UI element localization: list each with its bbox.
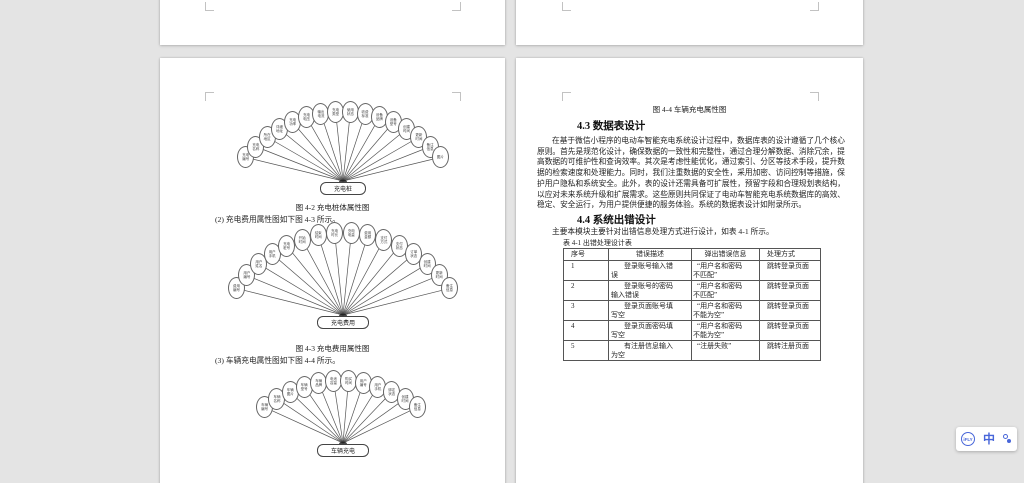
- margin-mark: [810, 2, 819, 11]
- entity-box: 充电费用: [317, 315, 369, 329]
- margin-mark: [452, 92, 461, 101]
- attribute-ellipse: 绑定 状态: [383, 380, 401, 403]
- margin-mark: [562, 2, 571, 11]
- page-above-right[interactable]: [516, 0, 863, 45]
- header-handling: 处理方式: [759, 248, 821, 261]
- document-page-right[interactable]: 图 4-4 车辆充电属性图 4.3 数据表设计 在基于微信小程序的电动车智能充电…: [516, 58, 863, 483]
- figure-caption-4-2: 图 4-2 充电桩体属性图: [295, 203, 370, 212]
- entity-box: 充电桩: [320, 181, 366, 195]
- attribute-ellipse: 用户 姓名: [250, 252, 268, 275]
- section-heading-4-3: 4.3 数据表设计: [577, 121, 646, 132]
- figure-caption-4-3: 图 4-3 充电费用属性图: [295, 344, 370, 353]
- list-item-2: (2) 充电费用属性图如下图 4-3 所示。: [215, 215, 340, 224]
- table-row: 4 登录页面密码填 写空 “用户名和密码 不能为空” 跳转登录页面: [563, 320, 821, 341]
- document-page-left[interactable]: 充电 编号充电 名称所在 地区详细 地址充电 功率充电 电压输出 电流充电 类型…: [160, 58, 505, 483]
- attribute-ellipse: 充电 时长: [326, 222, 344, 245]
- table-row: 3 登录页面账号填 写空 “用户名和密码 不能为空” 跳转登录页面: [563, 300, 821, 321]
- attribute-ellipse: 充电 桩号: [278, 234, 296, 257]
- attribute-ellipse: 备注 信息: [408, 396, 426, 419]
- er-diagram-charging-fee: 费用 编号用户 编号用户 姓名用户 手机充电 桩号开始 时间结束 时间充电 时长…: [193, 222, 493, 335]
- margin-mark: [562, 92, 571, 101]
- section-4-3-paragraph: 在基于微信小程序的电动车智能充电系统设计过程中，数据库表的设计遵循了几个核心原则…: [537, 136, 845, 210]
- page-above-left[interactable]: [160, 0, 505, 45]
- section-heading-4-4: 4.4 系统出错设计: [577, 215, 656, 226]
- attribute-ellipse: 支付 方式: [375, 228, 393, 251]
- table-row: 5 有注册信息输入 为空 “注册失败” 跳转注册页面: [563, 340, 821, 361]
- margin-mark: [205, 2, 214, 11]
- table-title-4-1: 表 4-1 出错处理设计表: [563, 239, 632, 247]
- margin-mark: [452, 2, 461, 11]
- table-row: 1 登录账号输入错 误 “用户名和密码 不匹配” 跳转登录页面: [563, 260, 821, 281]
- figure-caption-4-4: 图 4-4 车辆充电属性图: [652, 105, 727, 114]
- error-handling-table: 序号 错误描述 弹出错误信息 处理方式 1 登录账号输入错 误 “用户名和密码 …: [563, 248, 821, 361]
- ime-logo-icon[interactable]: iFLY: [961, 432, 975, 446]
- margin-mark: [205, 92, 214, 101]
- table-row: 2 登录账号的密码 输入错误 “用户名和密码 不匹配” 跳转登录页面: [563, 280, 821, 301]
- margin-mark: [810, 92, 819, 101]
- ime-toolbar[interactable]: iFLY 中: [956, 427, 1017, 451]
- header-error-desc: 错误描述: [608, 248, 692, 261]
- attribute-ellipse: 结束 时间: [309, 224, 327, 247]
- table-header-row: 序号 错误描述 弹出错误信息 处理方式: [563, 248, 821, 261]
- attribute-ellipse: 图片: [431, 146, 449, 169]
- section-4-4-intro: 主要本模块主要针对出错信息处理方式进行设计，如表 4-1 所示。: [552, 227, 774, 236]
- header-seq: 序号: [563, 248, 609, 261]
- list-item-3: (3) 车辆充电属性图如下图 4-4 所示。: [215, 356, 340, 365]
- header-error-msg: 弹出错误信息: [691, 248, 760, 261]
- attribute-ellipse: 车辆 名称: [268, 387, 286, 410]
- ime-tools-icon[interactable]: [1002, 433, 1012, 445]
- er-diagram-charging-pile: 充电 编号充电 名称所在 地区详细 地址充电 功率充电 电压输出 电流充电 类型…: [193, 101, 493, 202]
- attribute-ellipse: 备注 信息: [440, 277, 458, 300]
- er-diagram-vehicle-charging: 车辆 编号车辆 名称车辆 图片车辆 型号车辆 品牌电池 容量购买 时间用户 编号…: [193, 370, 493, 462]
- attribute-ellipse: 开始 时间: [293, 228, 311, 251]
- ime-language-indicator[interactable]: 中: [982, 432, 995, 446]
- entity-box: 车辆充电: [317, 443, 369, 457]
- attribute-ellipse: 充电 电量: [342, 222, 360, 245]
